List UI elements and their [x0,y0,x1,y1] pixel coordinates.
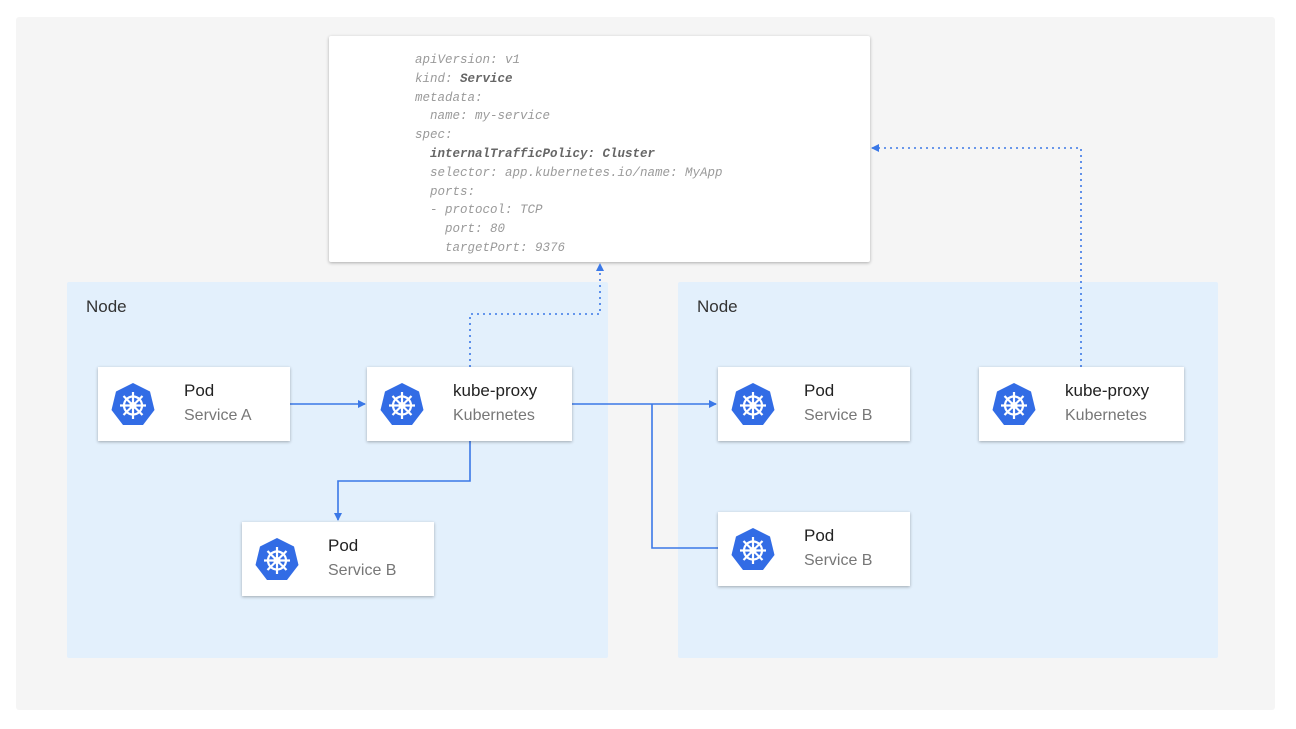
service-yaml: apiVersion: v1 kind: Service metadata: n… [329,36,870,262]
kubernetes-icon [731,528,775,570]
dotted-proxy2-to-service [871,144,1082,367]
kubernetes-icon [380,383,424,425]
card-title: Pod [804,526,835,545]
dotted-proxy-to-service [469,263,604,367]
yaml-code: apiVersion: v1 kind: Service metadata: n… [415,53,723,255]
arrow-proxy-to-podb-local [334,441,471,521]
node-right: Node [678,282,1218,658]
kubernetes-icon [255,538,299,580]
arrow-proxy-to-podb2 [651,404,729,552]
node-label: Node [86,297,127,316]
card-title: kube-proxy [1065,381,1150,400]
card-title: Pod [804,381,835,400]
card-subtitle: Service A [184,407,252,424]
card-subtitle: Service B [804,552,873,569]
kubernetes-icon [111,383,155,425]
card-title: Pod [328,536,359,555]
kubernetes-icon [731,383,775,425]
card-title: Pod [184,381,215,400]
kubernetes-icon [992,383,1036,425]
card-subtitle: Kubernetes [453,407,535,424]
card-title: kube-proxy [453,381,538,400]
card-subtitle: Service B [328,562,397,579]
card-subtitle: Kubernetes [1065,407,1147,424]
card-subtitle: Service B [804,407,873,424]
node-label: Node [697,297,738,316]
